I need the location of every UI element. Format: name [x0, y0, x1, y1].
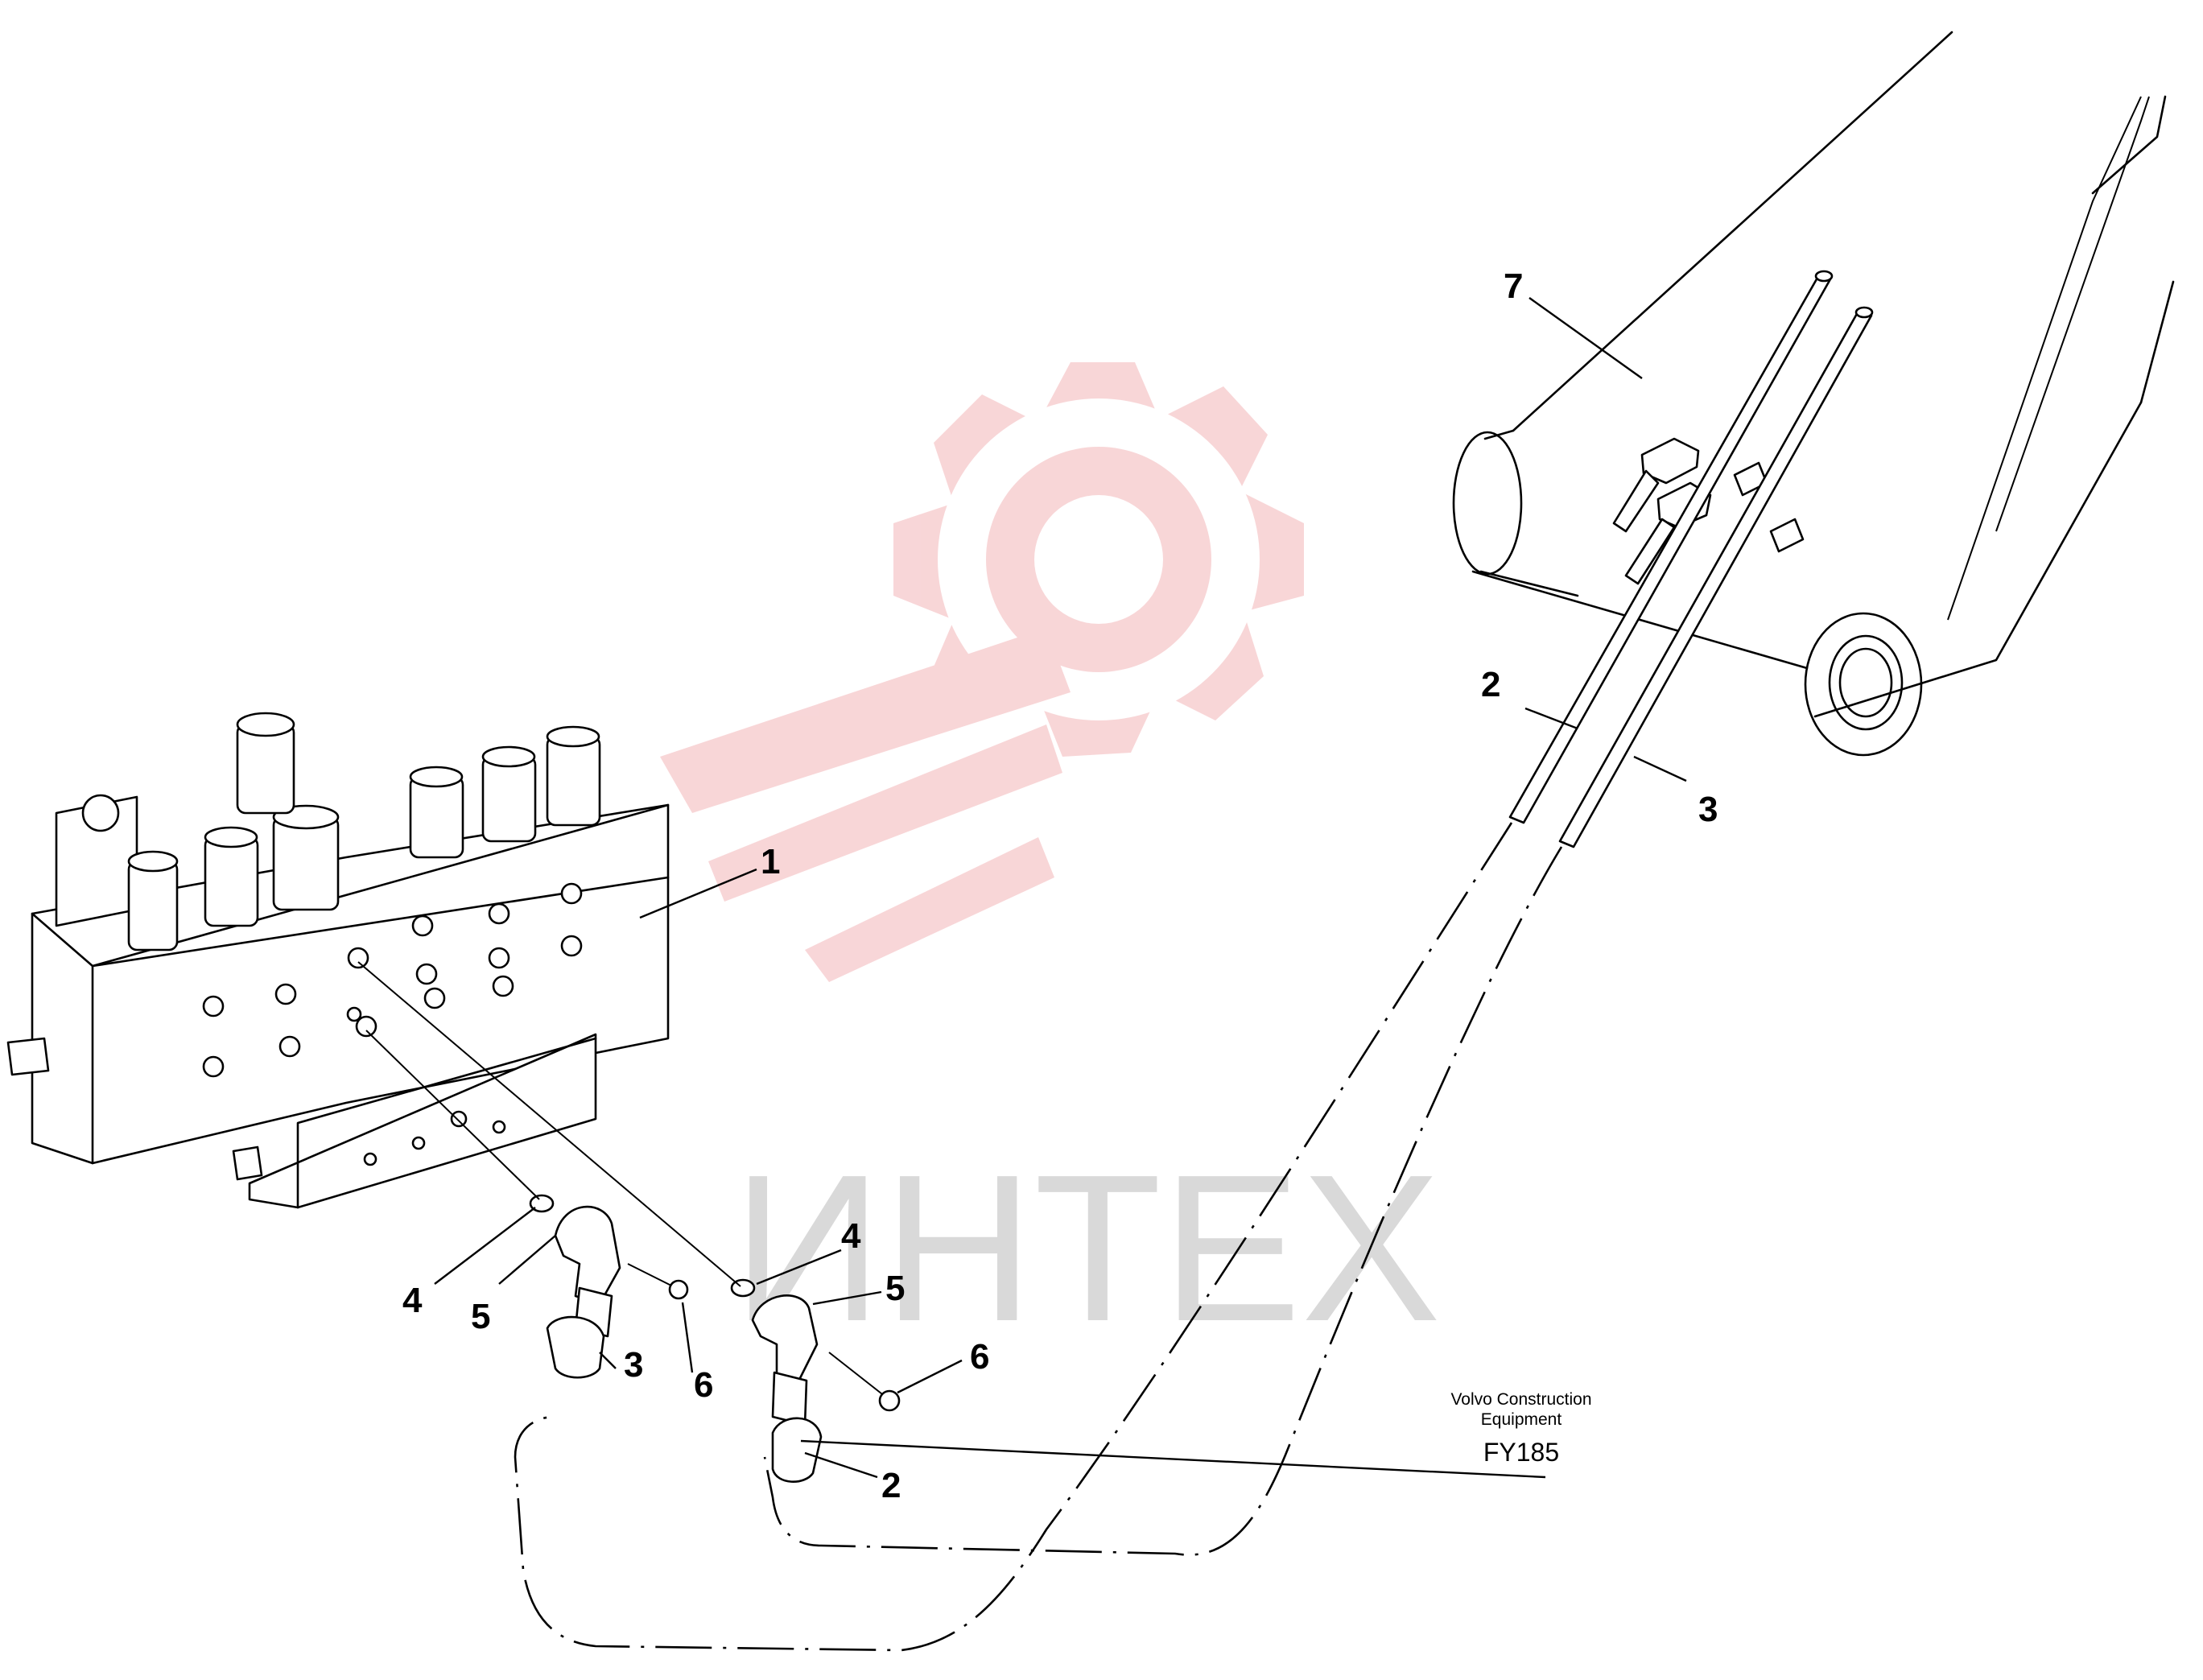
control-valve-block [6, 712, 670, 1209]
callout-1: 1 [761, 842, 780, 881]
elbow-fitting-hose-2 [730, 1278, 901, 1483]
callout-2-right: 2 [881, 1466, 901, 1505]
watermark-gear-icon [660, 362, 1304, 982]
callout-4-left: 4 [402, 1281, 423, 1320]
callout-5-right: 5 [885, 1269, 905, 1308]
callout-4-right: 4 [841, 1216, 861, 1256]
boom-arm [1452, 31, 2175, 757]
callout-6-left: 6 [694, 1365, 713, 1405]
callout-6-right: 6 [970, 1337, 989, 1377]
callout-5-left: 5 [471, 1297, 490, 1336]
callout-leaders [434, 297, 1687, 1479]
figure-code: FY185 [1483, 1438, 1559, 1467]
elbow-fitting-hose-3 [529, 1194, 689, 1379]
hose-3 [763, 306, 1874, 1556]
callout-3-left: 3 [624, 1345, 643, 1385]
valve-ports [202, 882, 583, 1166]
solenoid-coils [127, 712, 601, 951]
watermark-text: ИНТЕХ [732, 1132, 1441, 1365]
callout-3-boom: 3 [1698, 790, 1718, 829]
publisher-line-1: Volvo Construction [1450, 1390, 1591, 1409]
publisher-line-2: Equipment [1481, 1410, 1562, 1429]
callout-7: 7 [1504, 266, 1523, 306]
callout-2-boom: 2 [1481, 665, 1500, 704]
